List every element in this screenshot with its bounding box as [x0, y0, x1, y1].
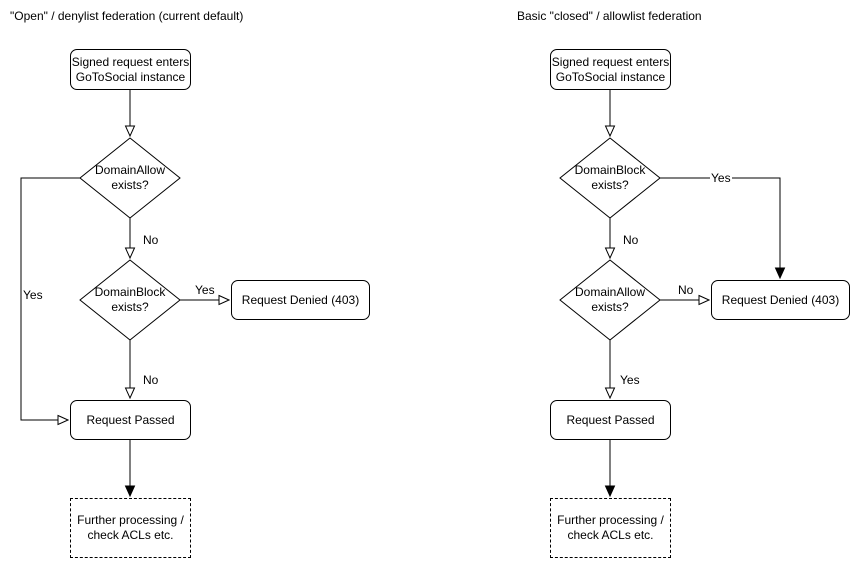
left-passed-node: Request Passed [70, 400, 191, 440]
right-start-node: Signed request enters GoToSocial instanc… [550, 49, 671, 90]
edge-right-domainblock-yes-to-denied [660, 177, 780, 278]
left-edge-label-allow-no: No [142, 233, 160, 247]
left-edge-label-block-no: No [142, 373, 160, 387]
right-chart-title: Basic "closed" / allowlist federation [517, 9, 702, 23]
left-chart-title: "Open" / denylist federation (current de… [10, 9, 244, 23]
right-edge-label-allow-yes: Yes [619, 373, 641, 387]
right-decision-domainblock-shape [559, 137, 661, 219]
left-edge-label-block-yes: Yes [194, 283, 216, 297]
right-edge-label-allow-no: No [677, 283, 695, 297]
left-edge-label-allow-yes: Yes [22, 288, 44, 302]
right-edge-label-block-no: No [622, 233, 640, 247]
right-denied-node: Request Denied (403) [711, 280, 850, 320]
left-further-processing-node: Further processing / check ACLs etc. [70, 498, 191, 558]
right-edge-label-block-yes: Yes [710, 171, 732, 185]
right-further-processing-node: Further processing / check ACLs etc. [550, 498, 671, 558]
left-decision-domainblock-shape [79, 259, 181, 341]
left-decision-domainallow-shape [79, 137, 181, 219]
left-start-node: Signed request enters GoToSocial instanc… [70, 49, 191, 90]
edge-left-domainallow-yes-to-passed [20, 177, 80, 420]
left-denied-node: Request Denied (403) [231, 280, 370, 320]
right-passed-node: Request Passed [550, 400, 671, 440]
right-decision-domainallow-shape [559, 259, 661, 341]
